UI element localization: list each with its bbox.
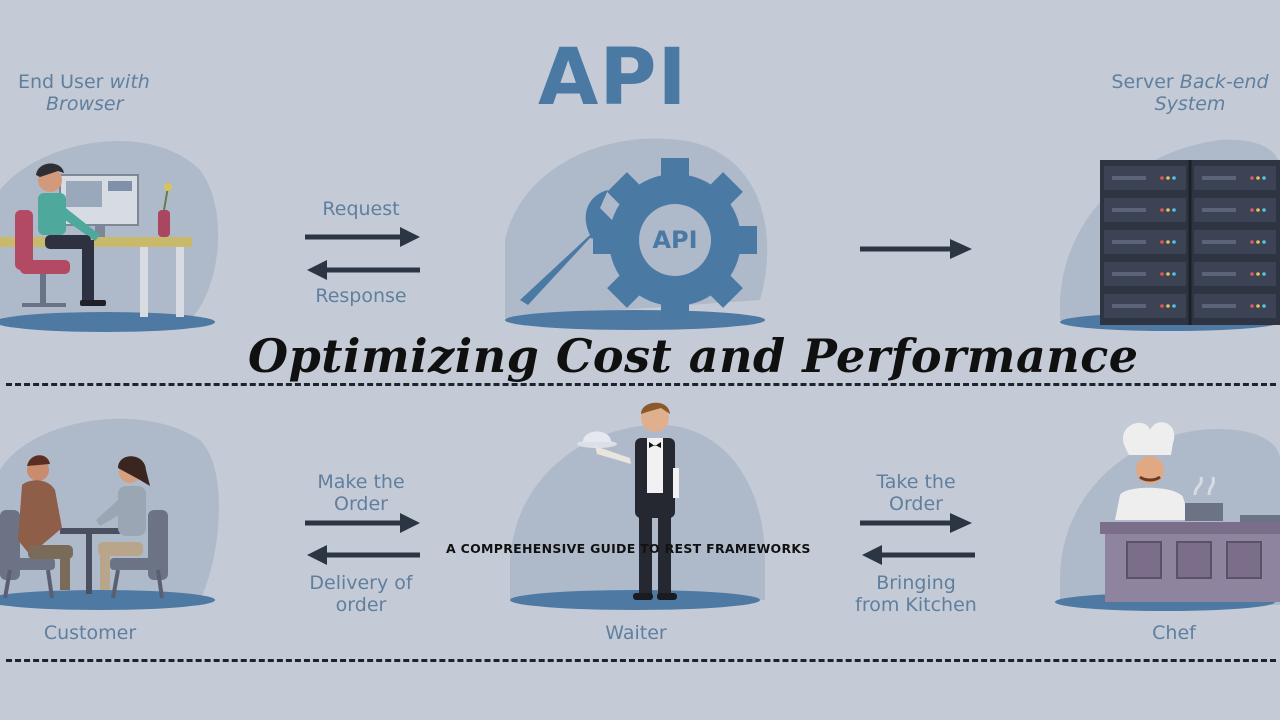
server-led <box>1256 240 1260 244</box>
bringing-arrow <box>862 545 975 565</box>
shadow-api <box>505 310 765 330</box>
server-led <box>1172 208 1176 212</box>
take-order-label-line-2: Order <box>889 493 943 515</box>
divider-bottom <box>6 659 1276 662</box>
server-slot <box>1112 240 1146 244</box>
server-led <box>1172 176 1176 180</box>
chef-label: Chef <box>1152 622 1196 644</box>
server-led <box>1256 272 1260 276</box>
delivery-arrow <box>307 545 420 565</box>
end-user-label-line-3: Browser <box>46 93 124 115</box>
server-led <box>1172 304 1176 308</box>
user-at-computer-illustration <box>0 163 192 317</box>
server-slot <box>1202 176 1236 180</box>
server-label-line-3: System <box>1154 93 1226 115</box>
server-led <box>1250 304 1254 308</box>
server-led <box>1166 176 1170 180</box>
server-led <box>1166 304 1170 308</box>
server-units-svg <box>1104 166 1276 318</box>
server-slot <box>1202 304 1236 308</box>
customers-illustration <box>0 455 168 599</box>
bringing-label-line-2: from Kitchen <box>855 594 977 616</box>
server-led <box>1172 240 1176 244</box>
api-to-server-arrow <box>860 239 972 259</box>
delivery-label: Delivery of order <box>295 572 427 616</box>
server-led <box>1166 272 1170 276</box>
server-led <box>1166 240 1170 244</box>
subheadline: A COMPREHENSIVE GUIDE TO REST FRAMEWORKS <box>446 541 811 556</box>
server-slot <box>1202 208 1236 212</box>
server-slot <box>1202 272 1236 276</box>
server-led <box>1160 240 1164 244</box>
server-led <box>1256 208 1260 212</box>
server-units <box>1100 160 1280 325</box>
customer-label: Customer <box>43 622 137 644</box>
take-order-label-line-1: Take the <box>876 471 956 493</box>
end-user-label-line-1: End User <box>18 71 104 93</box>
make-order-label-line-1: Make the <box>317 471 405 493</box>
server-led <box>1262 240 1266 244</box>
server-led <box>1160 176 1164 180</box>
wrench-icon <box>520 190 630 305</box>
server-led <box>1160 304 1164 308</box>
end-user-label-line-2: with <box>109 71 150 93</box>
request-arrow <box>305 227 420 247</box>
waiter-label: Waiter <box>605 622 667 644</box>
server-led <box>1250 176 1254 180</box>
chef-illustration <box>1100 422 1280 602</box>
request-label: Request <box>322 198 400 220</box>
make-order-arrow <box>305 513 420 533</box>
bringing-label: Bringing from Kitchen <box>840 572 992 616</box>
gear-api-label: API <box>652 226 698 254</box>
shadow-waiter <box>510 590 760 610</box>
server-led <box>1262 304 1266 308</box>
end-user-label: End User with Browser <box>18 71 198 115</box>
server-label: Server Back-end System <box>1100 71 1280 115</box>
take-order-arrow <box>860 513 972 533</box>
response-arrow <box>307 260 420 280</box>
make-order-label-line-2: Order <box>334 493 388 515</box>
delivery-label-line-2: order <box>335 594 387 616</box>
server-slot <box>1112 272 1146 276</box>
server-led <box>1256 176 1260 180</box>
server-slot <box>1202 240 1236 244</box>
server-led <box>1250 208 1254 212</box>
api-title: API <box>538 33 688 123</box>
headline: Optimizing Cost and Performance <box>248 329 1139 383</box>
make-order-label: Make the Order <box>300 471 422 515</box>
shadow-end-user <box>0 312 215 332</box>
server-led <box>1256 304 1260 308</box>
server-led <box>1262 208 1266 212</box>
bringing-label-line-1: Bringing <box>876 572 956 594</box>
take-order-label: Take the Order <box>855 471 977 515</box>
server-slot <box>1112 208 1146 212</box>
server-led <box>1160 272 1164 276</box>
server-led <box>1166 208 1170 212</box>
server-label-line-1: Server <box>1111 71 1174 93</box>
server-label-line-2: Back-end <box>1179 71 1269 93</box>
server-led <box>1160 208 1164 212</box>
server-led <box>1262 176 1266 180</box>
server-slot <box>1112 304 1146 308</box>
server-led <box>1262 272 1266 276</box>
server-led <box>1172 272 1176 276</box>
server-led <box>1250 272 1254 276</box>
response-label: Response <box>315 285 407 307</box>
server-led <box>1250 240 1254 244</box>
server-slot <box>1112 176 1146 180</box>
waiter-illustration <box>577 402 679 600</box>
divider-top <box>6 383 1276 386</box>
api-gear-illustration <box>520 158 757 322</box>
delivery-label-line-1: Delivery of <box>309 572 413 594</box>
